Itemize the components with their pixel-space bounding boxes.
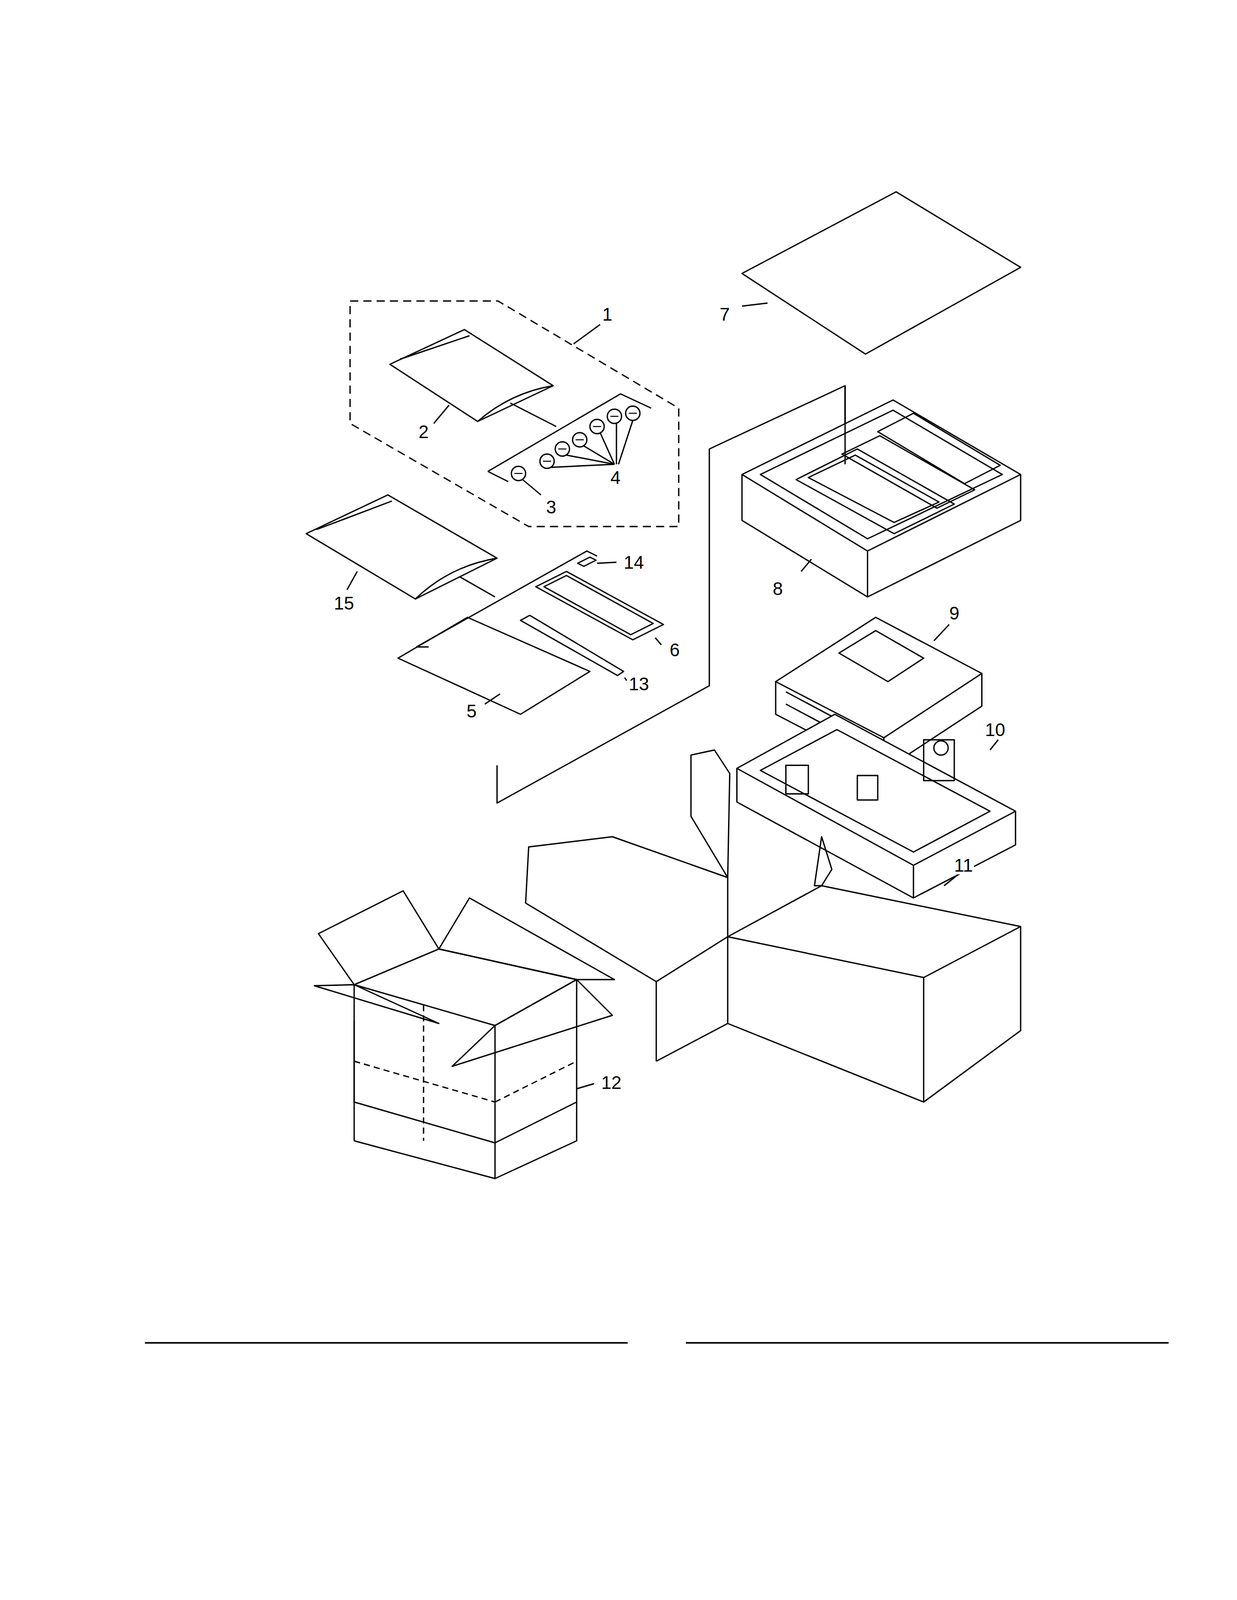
callout-number: 1 bbox=[601, 305, 614, 324]
callout-number: 14 bbox=[622, 553, 646, 572]
callout-number: 11 bbox=[953, 856, 974, 875]
callout-number: 10 bbox=[984, 720, 1007, 739]
callout-number: 3 bbox=[545, 498, 558, 517]
callout-number: 8 bbox=[771, 579, 784, 598]
callout-number: 9 bbox=[948, 604, 961, 623]
callout-number: 2 bbox=[417, 422, 430, 441]
callout-number: 7 bbox=[718, 305, 731, 324]
callout-number: 6 bbox=[668, 640, 681, 660]
callout-number: 15 bbox=[332, 594, 356, 613]
callout-number: 12 bbox=[600, 1073, 623, 1092]
callout-number: 13 bbox=[627, 674, 651, 694]
callout-number: 4 bbox=[609, 468, 622, 487]
callout-number: 5 bbox=[465, 702, 478, 721]
